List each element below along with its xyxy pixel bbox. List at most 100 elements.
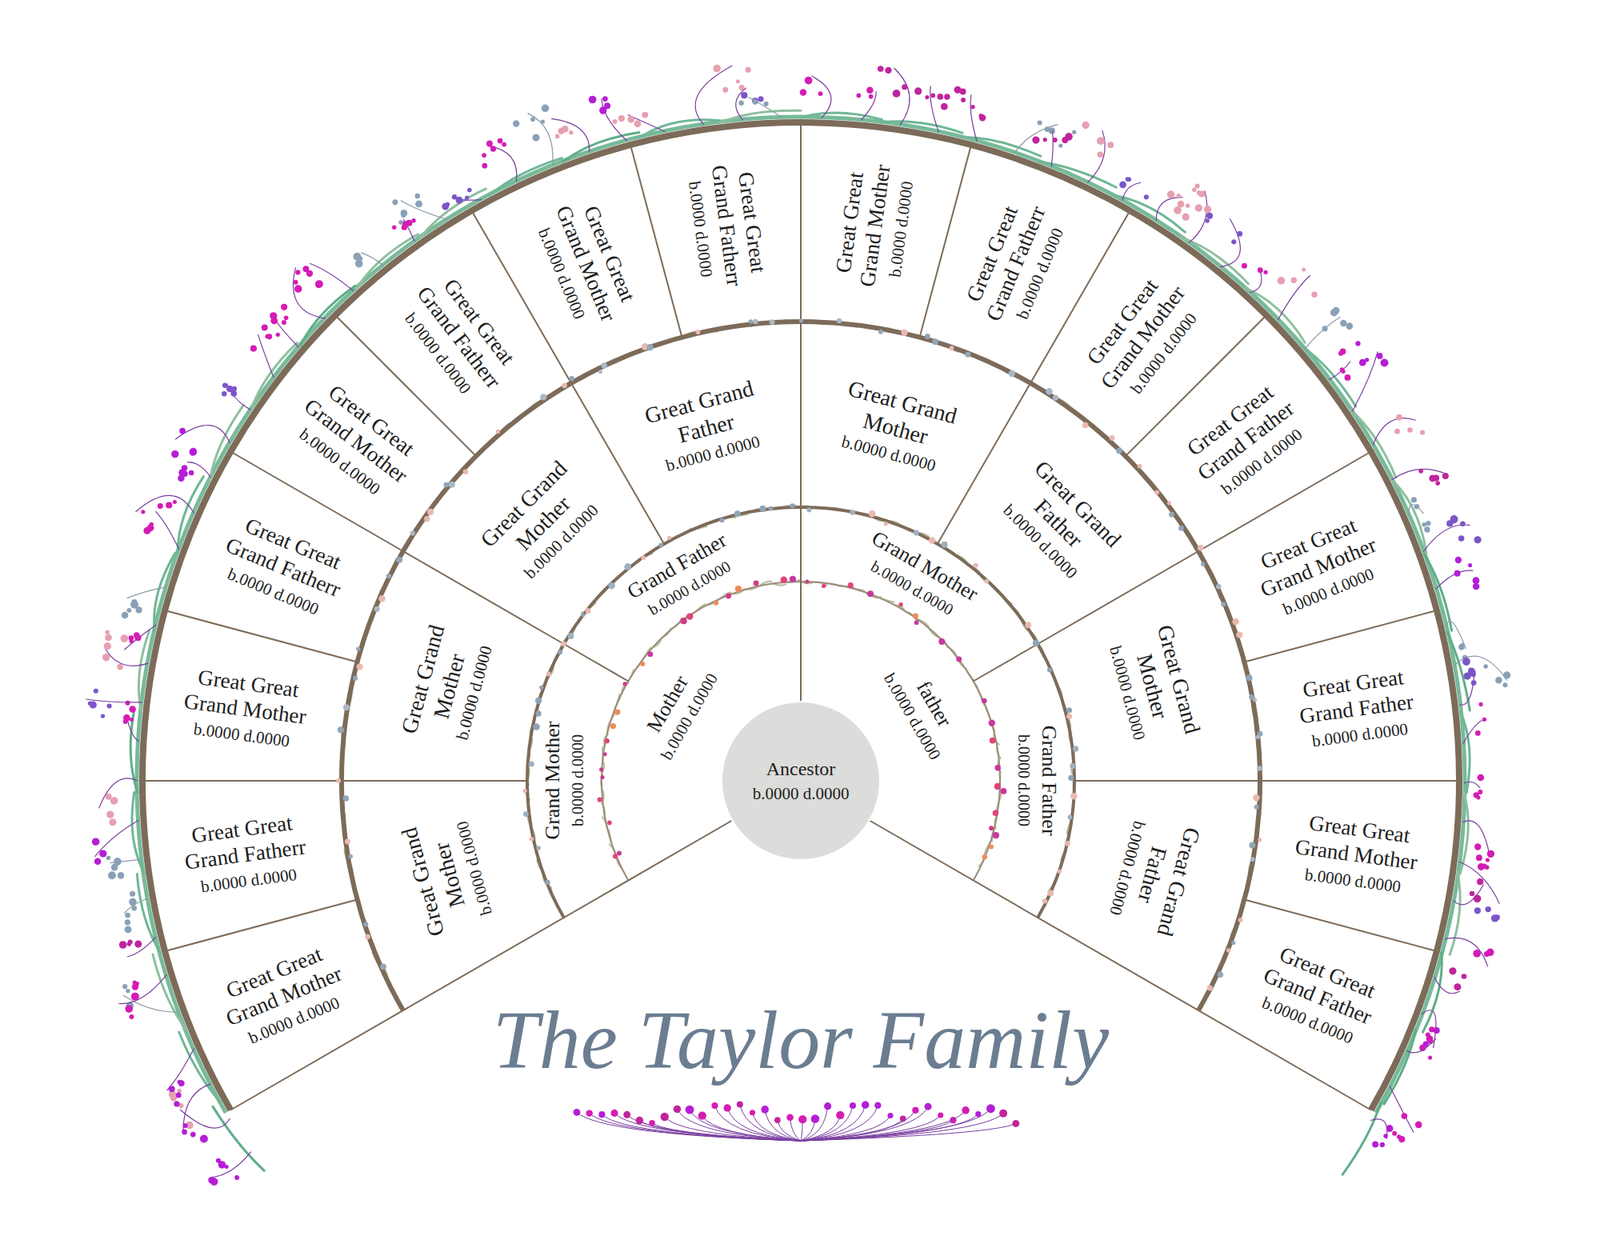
- sprig-stem: [752, 1112, 801, 1141]
- flower-dot: [456, 196, 464, 204]
- flower-dot: [1047, 890, 1054, 897]
- flower-dot: [295, 269, 300, 275]
- sprig-stem: [227, 384, 252, 411]
- flower-dot: [337, 726, 344, 733]
- leaf-stroke: [1301, 345, 1356, 407]
- flower-dot: [627, 116, 635, 124]
- flower-dot: [616, 851, 622, 856]
- flower-dot: [585, 1109, 592, 1116]
- flower-dot: [634, 120, 642, 128]
- flower-dot: [636, 1116, 644, 1125]
- ring-divider: [973, 644, 1039, 682]
- flower-dot: [989, 737, 996, 744]
- flower-dot: [1487, 850, 1495, 858]
- flower-dot: [173, 1100, 180, 1107]
- flower-dot: [924, 95, 929, 100]
- flower-dot: [1472, 949, 1481, 958]
- leaf-stroke: [1244, 288, 1305, 343]
- flower-dot: [979, 114, 986, 121]
- sprig-stem: [601, 98, 628, 141]
- flower-dot: [720, 517, 725, 523]
- flower-dot: [1231, 239, 1236, 244]
- flower-dot: [261, 324, 268, 332]
- flower-dot: [179, 428, 186, 435]
- flower-dot: [1415, 1121, 1423, 1129]
- flower-dot: [961, 1106, 969, 1114]
- flower-dot: [1264, 270, 1268, 275]
- flower-dot: [104, 642, 112, 650]
- ancestor-segment: Great Grand Motherb.0000 d.0000: [387, 791, 508, 960]
- flower-dot: [1008, 370, 1016, 377]
- flower-dot: [1469, 891, 1475, 896]
- flower-dot: [269, 312, 277, 320]
- flower-dot: [1207, 985, 1213, 992]
- flower-dot: [1474, 843, 1481, 850]
- flower-dot: [415, 200, 423, 208]
- ancestor-segment: Grand Motherb.0000 d.0000: [536, 700, 591, 861]
- leaf-stroke: [1180, 237, 1248, 284]
- flower-dot: [122, 984, 128, 989]
- flower-dot: [647, 651, 653, 657]
- flower-dot: [234, 1175, 240, 1180]
- flower-dot: [363, 921, 368, 927]
- flower-dot: [1197, 544, 1204, 552]
- flower-dot: [818, 91, 824, 96]
- flower-dot: [1495, 676, 1503, 684]
- flower-dot: [1425, 1032, 1431, 1038]
- flower-dot: [874, 1101, 881, 1108]
- flower-dot: [790, 503, 796, 508]
- flower-dot: [336, 778, 341, 784]
- life-dates: b.0000 d.0000: [752, 784, 850, 804]
- flower-dot: [798, 1115, 807, 1124]
- flower-dot: [415, 193, 420, 199]
- flower-dot: [544, 880, 551, 886]
- flower-dot: [867, 590, 874, 597]
- flower-dot: [735, 585, 742, 592]
- flower-dot: [1167, 500, 1172, 505]
- flower-dot: [768, 506, 774, 512]
- flower-dot: [165, 501, 172, 508]
- ring-divider: [1260, 780, 1460, 782]
- flower-dot: [614, 708, 620, 715]
- sprig-stem: [800, 1108, 991, 1141]
- sprig-stem: [1352, 351, 1378, 412]
- ancestor-segment: Great Grand Motherb.0000 d.0000: [1094, 601, 1215, 771]
- flower-dot: [94, 857, 102, 865]
- flower-dot: [598, 369, 603, 374]
- flower-dot: [536, 845, 541, 851]
- flower-dot: [136, 606, 143, 613]
- leaf-stroke: [300, 285, 356, 346]
- flower-dot: [1231, 940, 1236, 945]
- flower-dot: [573, 1108, 581, 1116]
- person-name: Great Great Grand Fatherr: [166, 807, 322, 879]
- flower-dot: [302, 265, 309, 272]
- flower-dot: [104, 634, 112, 642]
- flower-dot: [1068, 775, 1074, 781]
- sprig-stem: [676, 1108, 801, 1141]
- flower-dot: [1433, 1027, 1440, 1034]
- flower-dot: [374, 606, 380, 612]
- flower-dot: [602, 96, 608, 102]
- flower-dot: [568, 376, 575, 382]
- flower-dot: [568, 632, 575, 640]
- ring-divider: [800, 321, 802, 508]
- flower-dot: [1311, 292, 1317, 298]
- flower-dot: [1460, 520, 1466, 527]
- flower-dot: [1256, 765, 1262, 771]
- flower-dot: [960, 88, 967, 96]
- sprig-stem: [360, 252, 384, 266]
- flower-dot: [1256, 735, 1260, 740]
- flower-dot: [1461, 973, 1468, 980]
- ring-arc: [341, 321, 1260, 1011]
- flower-dot: [1032, 640, 1040, 647]
- sprig-stem: [800, 1123, 1016, 1141]
- flower-dot: [1474, 907, 1481, 914]
- flower-dot: [866, 87, 874, 95]
- flower-dot: [698, 1112, 707, 1120]
- flower-dot: [800, 88, 807, 96]
- flower-dot: [535, 697, 542, 704]
- flower-dot: [1458, 644, 1465, 651]
- flower-dot: [1082, 422, 1088, 428]
- flower-dot: [740, 92, 748, 99]
